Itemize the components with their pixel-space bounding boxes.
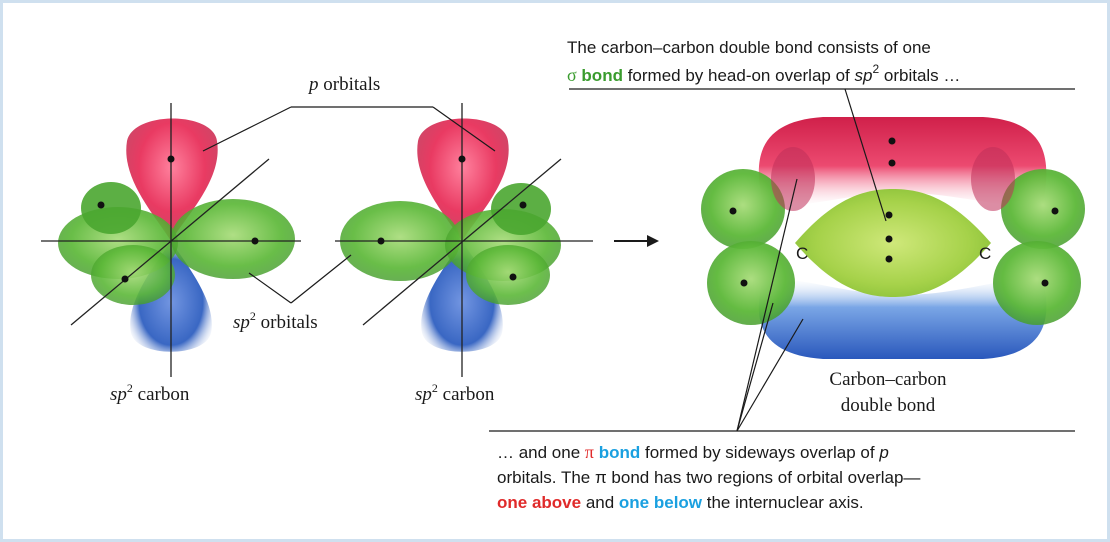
- double-bond-green-left-bottom: [707, 241, 795, 325]
- reaction-arrow: [614, 235, 659, 247]
- p-orbitals-label: p orbitals: [307, 74, 380, 95]
- orbital-diagram: C C p orbitals sp2 orbitals sp2 carbon s…: [3, 3, 1107, 539]
- left-green-lobe-right: [171, 199, 295, 279]
- right-carbon-label: sp2 carbon: [415, 381, 495, 405]
- mid-green-lobe-front: [466, 245, 550, 305]
- carbon-atom-right: C: [979, 244, 991, 263]
- left-green-lobe-back: [81, 182, 141, 234]
- sigma-caption-line1: The carbon–carbon double bond consists o…: [567, 38, 931, 57]
- left-sp2-carbon: [41, 103, 301, 377]
- left-green-lobe-front: [91, 245, 175, 305]
- sigma-caption-line2: σ bond formed by head-on overlap of sp2 …: [567, 62, 960, 85]
- sigma-bond-lobe: [795, 189, 991, 297]
- mid-green-lobe-back: [491, 183, 551, 235]
- left-carbon-label: sp2 carbon: [110, 381, 190, 405]
- double-bond-label-line2: double bond: [841, 395, 936, 416]
- sp2-orbitals-label: sp2 orbitals: [233, 309, 318, 333]
- double-bond-green-right-bottom: [993, 241, 1081, 325]
- pi-caption-line3: one above and one below the internuclear…: [497, 493, 864, 512]
- pi-caption-line2: orbitals. The π bond has two regions of …: [497, 468, 920, 487]
- pi-caption-line1: … and one π bond formed by sideways over…: [497, 442, 889, 462]
- double-bond-label-line1: Carbon–carbon: [829, 369, 947, 390]
- double-bond-model: C C: [701, 117, 1085, 359]
- carbon-atom-left: C: [796, 244, 808, 263]
- right-sp2-carbon: [335, 103, 593, 377]
